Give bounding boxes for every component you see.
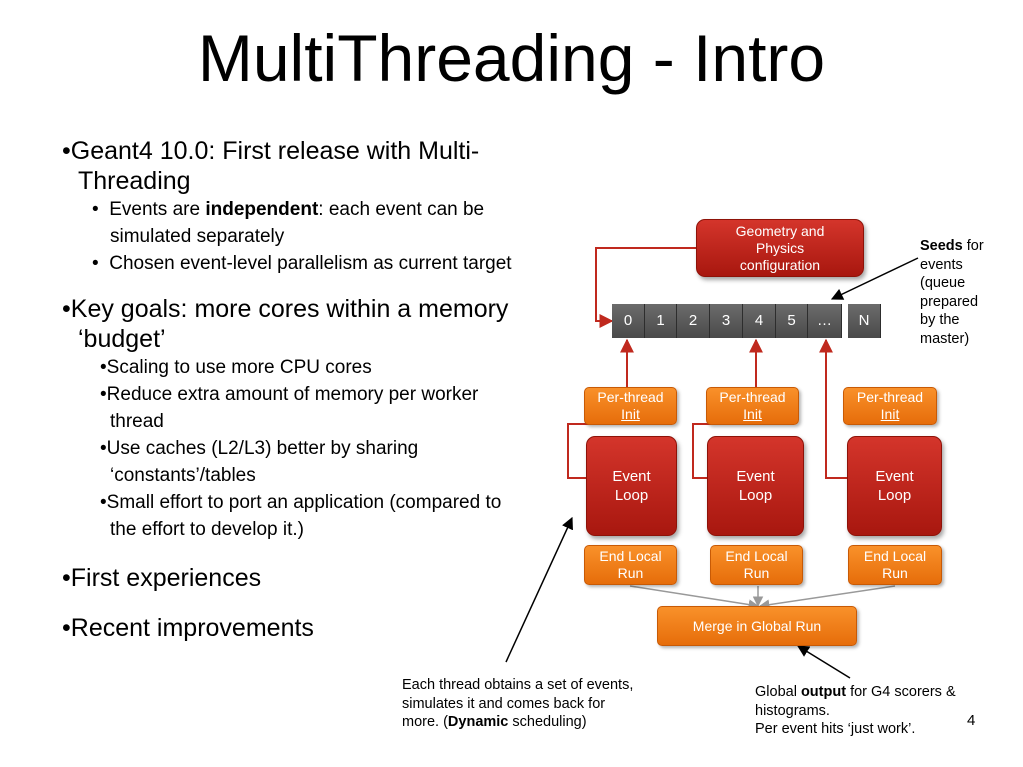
bullet-first-experiences: First experiences xyxy=(62,563,512,593)
thread-scheduling-note: Each thread obtains a set of events, sim… xyxy=(402,677,634,730)
seed-cell-last: N xyxy=(848,304,881,338)
per-thread-init-box: Per-thread Init xyxy=(706,387,799,425)
event-loop-box: Event Loop xyxy=(707,436,804,536)
bullet-recent-improvements: Recent improvements xyxy=(62,613,512,643)
seed-cell: 5 xyxy=(776,304,808,338)
global-output-note: Global output for G4 scorers & histogram… xyxy=(755,684,956,737)
bullet-geant4-release: Geant4 10.0: First release with Multi-Th… xyxy=(62,136,512,196)
per-thread-init-box: Per-thread Init xyxy=(843,387,937,425)
bullet-list: Geant4 10.0: First release with Multi-Th… xyxy=(62,136,512,643)
geometry-physics-box: Geometry and Physics configuration xyxy=(696,219,864,277)
sub-bullet-parallelism: Chosen event-level parallelism as curren… xyxy=(62,250,512,277)
sub-bullet-caches: Use caches (L2/L3) better by sharing ‘co… xyxy=(62,435,512,489)
bullet-key-goals: Key goals: more cores within a memory ‘b… xyxy=(62,294,512,354)
thread-annotation-arrow xyxy=(505,516,573,663)
seed-cell: 2 xyxy=(677,304,710,338)
end-local-run-box: End Local Run xyxy=(848,545,942,585)
seeds-note: Seeds for events (queue prepared by the … xyxy=(920,238,984,347)
output-annotation-arrow xyxy=(796,645,851,679)
end-local-run-box: End Local Run xyxy=(710,545,803,585)
sub-bullet-independent: Events are independent: each event can b… xyxy=(62,196,512,250)
seed-cell: 0 xyxy=(612,304,645,338)
seed-cell: … xyxy=(808,304,842,338)
end-local-run-box: End Local Run xyxy=(584,545,677,585)
event-loop-box: Event Loop xyxy=(586,436,677,536)
sub-bullet-porting: Small effort to port an application (com… xyxy=(62,489,512,543)
merge-connector-3 xyxy=(758,585,896,610)
merge-connector-1 xyxy=(629,585,760,610)
per-thread-init-box: Per-thread Init xyxy=(584,387,677,425)
page-number: 4 xyxy=(967,712,976,729)
seed-cell: 4 xyxy=(743,304,776,338)
merge-global-run-box: Merge in Global Run xyxy=(657,606,857,646)
sub-bullet-scaling: Scaling to use more CPU cores xyxy=(62,354,512,381)
seed-cell: 1 xyxy=(645,304,677,338)
seed-cell: 3 xyxy=(710,304,743,338)
event-loop-box: Event Loop xyxy=(847,436,942,536)
slide-title: MultiThreading - Intro xyxy=(197,21,826,95)
sub-bullet-memory: Reduce extra amount of memory per worker… xyxy=(62,381,512,435)
